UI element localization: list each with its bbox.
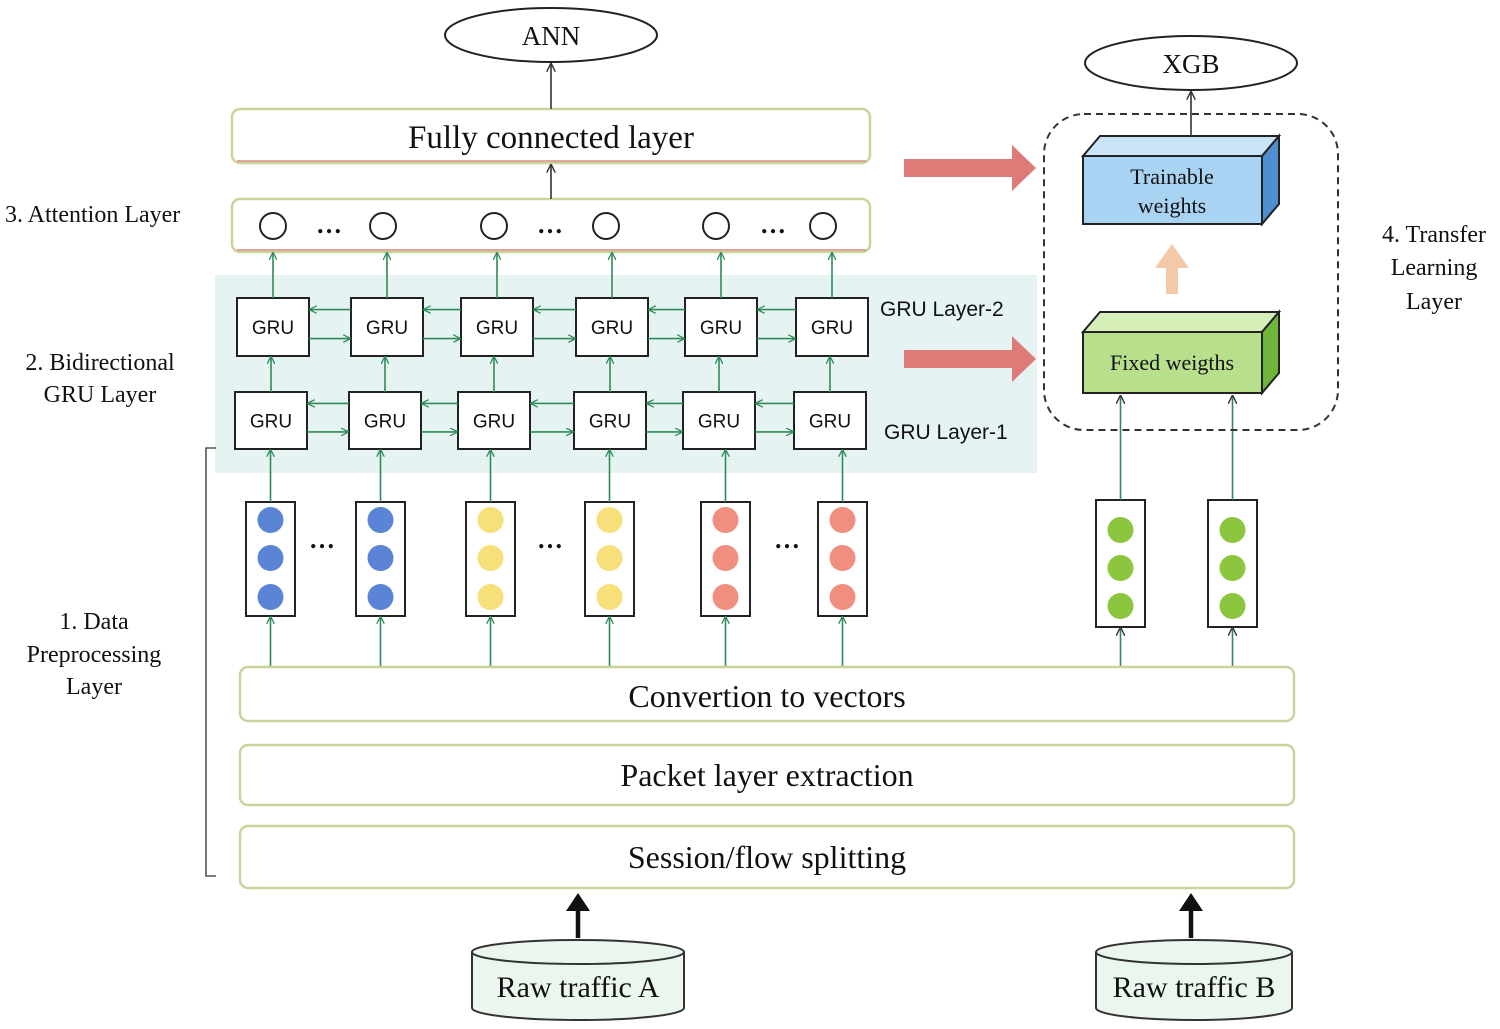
gru-l2-cell-2-label: GRU: [366, 318, 408, 339]
transfer-vector-2-green-dot-2: [1219, 555, 1246, 581]
vector-3-yellow-dot-1: [477, 507, 504, 533]
gru-l2-cell-3-label: GRU: [476, 318, 518, 339]
vector-1-blue-dot-1: [257, 507, 284, 533]
xgb-node-label: XGB: [1162, 49, 1219, 79]
session-splitting-label: Session/flow splitting: [628, 839, 906, 875]
xgb-node-shape: [1084, 35, 1298, 91]
preprocessing-label-line2: Preprocessing: [27, 642, 162, 668]
gru-l2-cell-1-box: [236, 297, 310, 357]
vector-6-red-dot-2: [829, 545, 856, 571]
packet-extraction-label: Packet layer extraction: [620, 757, 913, 793]
transfer-arrow-fully-connected: [904, 145, 1036, 191]
preprocessing-label-line1: 1. Data: [59, 609, 129, 635]
attention-ellipsis-2: …: [537, 210, 563, 239]
gru-l2-cell-3-box: [460, 297, 534, 357]
vector-6-red-dot-1: [829, 507, 856, 533]
trainable-weights-label-line2: weights: [1138, 193, 1206, 218]
attention-ellipsis-3: …: [760, 210, 786, 239]
transfer-label-line1: 4. Transfer: [1382, 222, 1486, 248]
gru-l1-cell-3-label: GRU: [473, 412, 515, 433]
gru-l2-cell-4-label: GRU: [591, 318, 633, 339]
vector-3-yellow-dot-3: [477, 584, 504, 610]
vector-5-red-dot-3: [712, 584, 739, 610]
arrow-raw-b-up: [1179, 893, 1203, 938]
transfer-label-line3: Layer: [1406, 289, 1462, 315]
fully-connected-layer-label: Fully connected layer: [408, 120, 694, 156]
conversion-layer-label: Convertion to vectors: [628, 678, 905, 714]
attention-node-2: [369, 212, 397, 240]
gru-l2-cell-2-box: [350, 297, 424, 357]
raw-traffic-a-cylinder: [471, 939, 685, 1021]
attention-node-4: [592, 212, 620, 240]
raw-traffic-a-label: Raw traffic A: [497, 971, 660, 1004]
vector-2-blue-dot-2: [367, 545, 394, 571]
transfer-vector-2-green-dot-1: [1219, 517, 1246, 543]
gru-l2-cell-6-label: GRU: [811, 318, 853, 339]
vector-ellipsis-3: …: [774, 525, 800, 554]
gru-l2-cell-4-box: [575, 297, 649, 357]
feature-vectors: … … …: [245, 396, 1258, 667]
gru-l2-cell-6-box: [795, 297, 869, 357]
preprocessing-bracket: [205, 447, 216, 877]
ann-node-shape: [444, 7, 658, 63]
vector-1-blue-dot-2: [257, 545, 284, 571]
fixed-to-trainable-arrow: [1155, 244, 1189, 294]
attention-node-1: [259, 212, 287, 240]
attention-node-3: [480, 212, 508, 240]
gru-l1-cell-4-box: [573, 391, 647, 450]
bidirectional-label-line1: 2. Bidirectional: [25, 350, 175, 376]
attention-ellipsis-1: …: [316, 210, 342, 239]
vector-5-red-dot-1: [712, 507, 739, 533]
attention-node-6: [809, 212, 837, 240]
gru-l1-cell-4-label: GRU: [589, 412, 631, 433]
ann-node-label: ANN: [522, 21, 581, 51]
vector-4-yellow-dot-2: [596, 545, 623, 571]
gru-layer-1-label: GRU Layer-1: [884, 421, 1008, 444]
vector-2-blue-dot-1: [367, 507, 394, 533]
vector-ellipsis-2: …: [537, 525, 563, 554]
bidirectional-label-line2: GRU Layer: [44, 382, 157, 408]
gru-l1-cell-6-label: GRU: [809, 412, 851, 433]
attention-section-label: 3. Attention Layer: [5, 202, 180, 228]
vector-1-blue-dot-3: [257, 584, 284, 610]
gru-l1-cell-1-label: GRU: [250, 412, 292, 433]
transfer-vector-1-green-dot-1: [1107, 517, 1134, 543]
gru-l1-cell-1-box: [234, 391, 308, 450]
preprocessing-label-line3: Layer: [66, 674, 122, 700]
gru-l1-cell-5-box: [682, 391, 756, 450]
fixed-weights-label: Fixed weigths: [1110, 350, 1234, 375]
vector-5-red-dot-2: [712, 545, 739, 571]
gru-layer-2-label: GRU Layer-2: [880, 298, 1004, 321]
gru-l1-cell-2-label: GRU: [364, 412, 406, 433]
raw-traffic-b-cylinder: [1095, 939, 1293, 1021]
trainable-weights-label-line1: Trainable: [1130, 164, 1214, 189]
packet-extraction-box: [238, 743, 1296, 807]
transfer-arrow-gru: [904, 336, 1036, 382]
transfer-label-line2: Learning: [1391, 255, 1478, 281]
transfer-vector-1-green-dot-2: [1107, 555, 1134, 581]
trainable-weights-block: [1080, 133, 1282, 227]
conversion-layer-box: [238, 665, 1296, 723]
fixed-weights-block: [1080, 309, 1282, 396]
vector-3-yellow-dot-2: [477, 545, 504, 571]
gru-grid: GRU GRU GRU GRU GRU GRU GRU GRU GRU GRU GRU GRU: [234, 253, 869, 450]
vector-4-yellow-dot-1: [596, 507, 623, 533]
transfer-vector-2-green-dot-3: [1219, 593, 1246, 619]
gru-l2-cell-5-label: GRU: [700, 318, 742, 339]
gru-l2-cell-1-label: GRU: [252, 318, 294, 339]
arrow-raw-a-up: [566, 893, 590, 938]
vector-6-red-dot-3: [829, 584, 856, 610]
session-splitting-box: [238, 824, 1296, 890]
gru-l1-cell-5-label: GRU: [698, 412, 740, 433]
attention-node-5: [702, 212, 730, 240]
transfer-vector-1-green-dot-3: [1107, 593, 1134, 619]
vector-ellipsis-1: …: [309, 525, 335, 554]
vector-2-blue-dot-3: [367, 584, 394, 610]
raw-traffic-b-label: Raw traffic B: [1113, 971, 1276, 1004]
gru-l1-cell-3-box: [457, 391, 531, 450]
gru-l2-cell-5-box: [684, 297, 758, 357]
attention-nodes: … … …: [259, 210, 837, 240]
vector-4-yellow-dot-3: [596, 584, 623, 610]
